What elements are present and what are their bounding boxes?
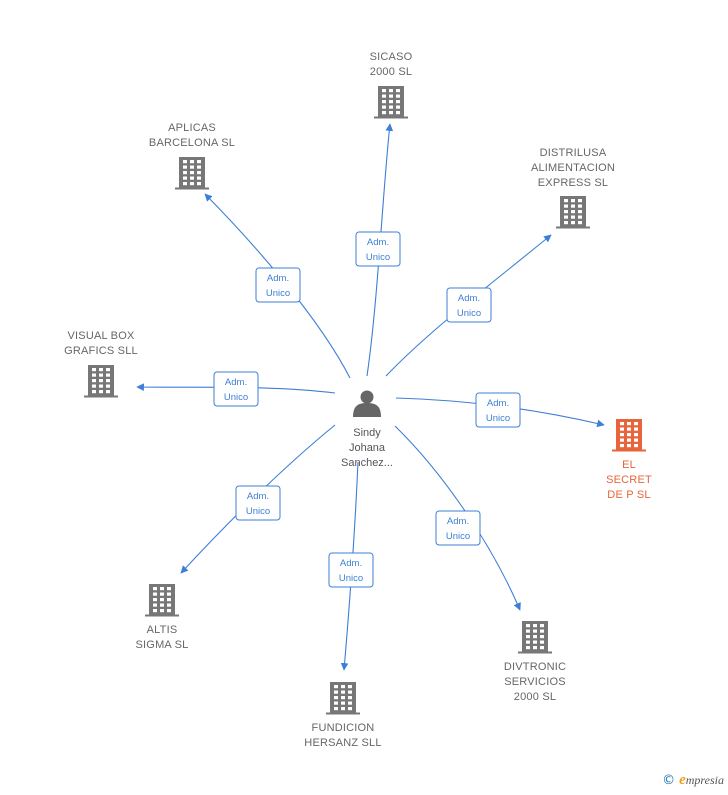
edge-label-box (435, 510, 481, 546)
company-name-line: DE P SL (607, 489, 650, 501)
company-name-line: SERVICIOS (504, 676, 566, 688)
edge-label-box (475, 392, 521, 428)
company-node-elsecret[interactable]: EL SECRET DE P SL (606, 419, 652, 501)
edge-label-role: Adm. (447, 516, 469, 527)
company-node-altis[interactable]: ALTIS SIGMA SL (136, 584, 189, 651)
building-icon (556, 196, 590, 229)
edge-visualbox: Adm. Unico (136, 371, 336, 407)
edge-label-role: Adm. (267, 273, 289, 284)
company-name-line: EL (622, 459, 636, 471)
edge-label-box (446, 287, 492, 323)
brand-initial: e (679, 772, 686, 788)
edge-label-distrilusa[interactable]: Adm. Unico (446, 287, 492, 323)
edge-divtronic: Adm. Unico (394, 425, 521, 611)
edge-label-role: Adm. (225, 377, 247, 388)
person-icon (353, 390, 381, 417)
company-name-line: SIGMA SL (136, 639, 189, 651)
building-icon (374, 86, 408, 119)
company-name-line: VISUAL BOX (67, 330, 134, 342)
edge-elsecret: Adm. Unico (395, 392, 605, 428)
edge-label-sicaso[interactable]: Adm. Unico (355, 231, 401, 267)
company-name-line: EXPRESS SL (538, 177, 608, 189)
person-name-line: Johana (349, 442, 386, 454)
person-name-line: Sanchez... (341, 457, 393, 469)
company-node-divtronic[interactable]: DIVTRONIC SERVICIOS 2000 SL (504, 621, 566, 703)
edge-label-fundicion[interactable]: Adm. Unico (328, 552, 374, 588)
edge-label-box (355, 231, 401, 267)
company-name-line: ALIMENTACION (531, 162, 615, 174)
edge-fundicion: Adm. Unico (328, 461, 374, 671)
company-name-line: SICASO (370, 51, 413, 63)
nodes-layer: SICASO 2000 SL APLICAS BARCELONA SL DISTRILU… (64, 51, 652, 749)
edge-label-type: Unico (366, 252, 390, 263)
edge-label-type: Unico (246, 506, 270, 517)
building-icon (326, 682, 360, 715)
edge-label-role: Adm. (247, 491, 269, 502)
building-icon (518, 621, 552, 654)
edge-label-box (213, 371, 259, 407)
person-name-line: Sindy (353, 427, 381, 439)
building-icon (612, 419, 646, 452)
edge-label-role: Adm. (458, 293, 480, 304)
edge-label-type: Unico (486, 413, 510, 424)
company-name-line: BARCELONA SL (149, 137, 235, 149)
edge-label-elsecret[interactable]: Adm. Unico (475, 392, 521, 428)
company-node-visualbox[interactable]: VISUAL BOX GRAFICS SLL (64, 330, 138, 398)
building-icon (145, 584, 179, 617)
company-name-line: FUNDICION (312, 722, 375, 734)
footer-brand: © e mpresia (662, 772, 724, 789)
edge-label-box (235, 485, 281, 521)
edge-line (394, 425, 521, 611)
company-node-fundicion[interactable]: FUNDICION HERSANZ SLL (304, 682, 381, 749)
company-name-line: HERSANZ SLL (304, 737, 381, 749)
edge-label-type: Unico (446, 531, 470, 542)
edge-distrilusa: Adm. Unico (385, 234, 552, 377)
edge-altis: Adm. Unico (180, 424, 336, 574)
company-node-aplicas[interactable]: APLICAS BARCELONA SL (149, 122, 235, 190)
company-name-line: APLICAS (168, 122, 216, 134)
edge-label-box (255, 267, 301, 303)
company-node-sicaso[interactable]: SICASO 2000 SL (370, 51, 413, 119)
edge-label-box (328, 552, 374, 588)
edge-label-divtronic[interactable]: Adm. Unico (435, 510, 481, 546)
edge-label-type: Unico (457, 308, 481, 319)
edge-label-role: Adm. (340, 558, 362, 569)
company-name-line: ALTIS (147, 624, 178, 636)
company-name-line: 2000 SL (514, 691, 556, 703)
edge-sicaso: Adm. Unico (355, 123, 401, 377)
edge-aplicas: Adm. Unico (204, 193, 351, 379)
edge-label-type: Unico (339, 573, 363, 584)
edge-label-altis[interactable]: Adm. Unico (235, 485, 281, 521)
company-name-line: DISTRILUSA (540, 147, 607, 159)
edge-label-visualbox[interactable]: Adm. Unico (213, 371, 259, 407)
edge-label-role: Adm. (487, 398, 509, 409)
edge-label-aplicas[interactable]: Adm. Unico (255, 267, 301, 303)
center-person-node[interactable]: SindyJohanaSanchez... (341, 390, 393, 470)
brand-name: mpresia (685, 773, 724, 787)
building-icon (175, 157, 209, 190)
company-node-distrilusa[interactable]: DISTRILUSA ALIMENTACION EXPRESS SL (531, 147, 615, 229)
company-name-line: DIVTRONIC (504, 661, 566, 673)
building-icon (84, 365, 118, 398)
company-name-line: GRAFICS SLL (64, 345, 138, 357)
edge-label-role: Adm. (367, 237, 389, 248)
company-name-line: SECRET (606, 474, 652, 486)
copyright-icon: © (662, 773, 676, 788)
edge-label-type: Unico (224, 392, 248, 403)
edge-label-type: Unico (266, 288, 290, 299)
company-name-line: 2000 SL (370, 66, 412, 78)
